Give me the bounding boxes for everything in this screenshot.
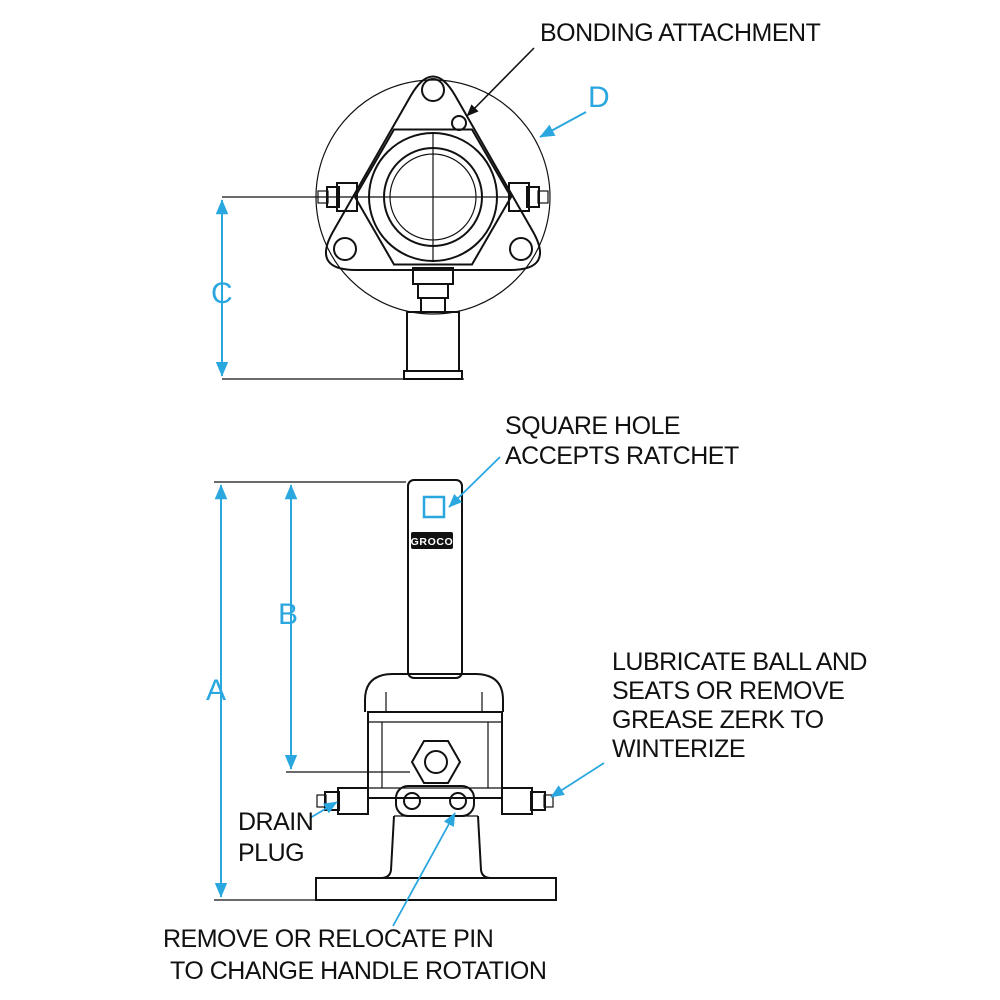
square-hole-label-2: ACCEPTS RATCHET <box>505 442 739 470</box>
lubricate-leader <box>550 762 605 798</box>
drain-plug-tip <box>316 794 327 808</box>
bonding-attachment-screw <box>451 115 467 131</box>
bolt-hole-left <box>333 237 357 261</box>
dim-d-label: D <box>588 81 610 114</box>
bonding-attachment-label: BONDING ATTACHMENT <box>540 19 821 47</box>
left-lug-bolt-tip <box>317 190 329 204</box>
drain-label-2: PLUG <box>238 839 304 867</box>
handle-pin-left <box>403 792 421 810</box>
stem-block-2 <box>417 283 449 299</box>
left-lug <box>336 182 358 212</box>
lubricate-label-2: SEATS OR REMOVE <box>612 677 844 705</box>
pin-leader <box>392 812 456 927</box>
base-flange <box>315 877 557 901</box>
pipe-rim <box>403 370 463 380</box>
right-lug-bolt <box>526 186 540 208</box>
top-view: C D BONDING ATTACHMENT <box>211 19 821 380</box>
handle-stem <box>407 479 463 679</box>
right-lug-bolt-tip <box>537 190 549 204</box>
pipe <box>406 311 460 372</box>
neck-right <box>477 815 492 879</box>
drain-leader <box>309 801 338 819</box>
drain-label-1: DRAIN <box>238 808 313 836</box>
dim-d-arrow <box>539 111 587 138</box>
zerk-bolt <box>530 791 546 811</box>
flange-triangle <box>324 75 542 271</box>
square-hole-leader <box>448 456 501 508</box>
pin-note-1: REMOVE OR RELOCATE PIN <box>163 925 493 953</box>
square-hole <box>422 495 446 519</box>
lubricate-label-4: WINTERIZE <box>612 735 745 763</box>
zerk-tip <box>543 794 554 808</box>
handle-pin-right <box>449 792 467 810</box>
valve-cap <box>364 673 504 712</box>
lubricate-label-3: GREASE ZERK TO <box>612 706 824 734</box>
dim-a-label: A <box>206 674 226 707</box>
valve-body <box>367 711 503 799</box>
drain-lug <box>337 787 369 815</box>
side-view: GROCO A <box>163 412 867 985</box>
grease-zerk-hex <box>410 740 462 784</box>
right-lug <box>508 182 530 212</box>
grease-zerk-circle <box>424 750 448 774</box>
zerk-lug <box>501 787 533 815</box>
stem-neck <box>420 297 446 313</box>
square-hole-label-1: SQUARE HOLE <box>505 412 680 440</box>
pivot-bracket <box>395 785 475 817</box>
brand-logo-box <box>411 532 453 549</box>
left-lug-bolt <box>326 186 340 208</box>
neck-left <box>380 815 395 879</box>
dim-b-label: B <box>278 598 298 631</box>
lubricate-label-1: LUBRICATE BALL AND <box>612 648 867 676</box>
pin-note-2: TO CHANGE HANDLE ROTATION <box>170 957 546 985</box>
dim-c-label: C <box>211 277 233 310</box>
bolt-hole-right <box>509 237 533 261</box>
bonding-leader-line <box>466 47 535 117</box>
brand-logo-text: GROCO <box>411 536 454 548</box>
bolt-hole-top <box>421 78 445 102</box>
